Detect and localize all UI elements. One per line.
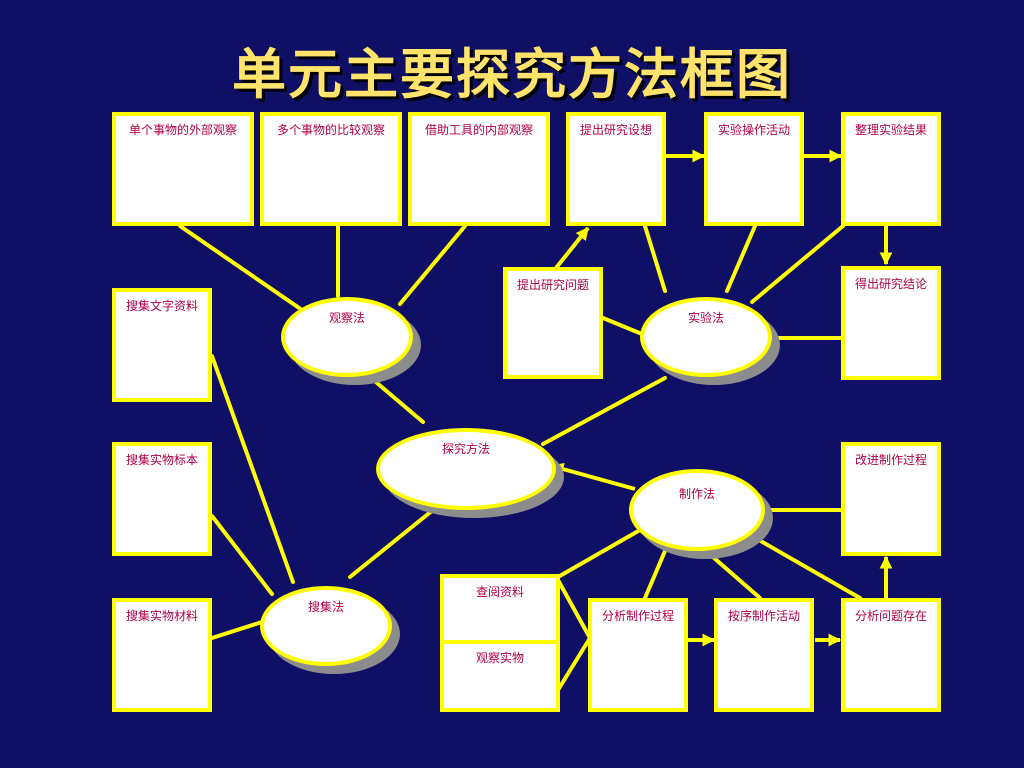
link-make-sequence xyxy=(704,549,762,600)
node-collection-method: 搜集法 xyxy=(260,586,392,666)
box-collect-text: 搜集文字资料 xyxy=(112,288,212,402)
box-experiment-operation: 实验操作活动 xyxy=(704,112,804,226)
link-observe-inquiry xyxy=(368,375,425,424)
box-research-question: 提出研究问题 xyxy=(503,267,603,379)
arrow-make-to-inquiry xyxy=(550,462,636,491)
box-improve-process: 改进制作过程 xyxy=(841,442,941,556)
link-reference-analyze xyxy=(556,578,592,640)
box-research-conclusion: 得出研究结论 xyxy=(841,266,941,380)
link-experiment-inquiry xyxy=(541,376,667,446)
box-observe-objects: 观察实物 xyxy=(440,640,560,712)
node-observation-method: 观察法 xyxy=(281,297,413,377)
node-inquiry-methods: 探究方法 xyxy=(376,428,556,510)
link-col3-collect xyxy=(210,620,264,640)
link-operation-experiment xyxy=(725,224,757,293)
link-col1-collect xyxy=(210,354,295,584)
box-analyze-problems: 分析问题存在 xyxy=(841,598,941,712)
link-make-reference xyxy=(556,528,642,579)
page-title: 单元主要探究方法框图 xyxy=(232,43,792,106)
link-observe-obj-analyze xyxy=(556,636,592,692)
link-obs3-observe xyxy=(398,224,467,306)
box-multi-object-comparison: 多个事物的比较观察 xyxy=(260,112,402,226)
link-collect-inquiry xyxy=(348,508,435,579)
box-tool-internal-observation: 借助工具的内部观察 xyxy=(408,112,550,226)
box-analyze-process: 分析制作过程 xyxy=(588,598,688,712)
link-obs1-observe xyxy=(178,224,307,314)
link-hypothesis-experiment xyxy=(643,224,667,293)
link-make-problem xyxy=(743,530,862,600)
box-single-object-observation: 单个事物的外部观察 xyxy=(112,112,254,226)
link-col2-collect xyxy=(210,514,274,596)
box-organize-results: 整理实验结果 xyxy=(841,112,941,226)
link-make-analyze xyxy=(643,549,667,600)
box-research-hypothesis: 提出研究设想 xyxy=(566,112,666,226)
box-collect-materials: 搜集实物材料 xyxy=(112,598,212,712)
arrow-question-to-hypothesis xyxy=(554,226,590,270)
node-making-method: 制作法 xyxy=(629,469,765,551)
link-organize-experiment xyxy=(750,224,845,304)
node-experiment-method: 实验法 xyxy=(640,297,772,377)
link-question-experiment xyxy=(601,316,644,336)
box-sequential-making: 按序制作活动 xyxy=(714,598,814,712)
box-reference-materials: 查阅资料 xyxy=(440,574,560,644)
box-collect-specimens: 搜集实物标本 xyxy=(112,442,212,556)
